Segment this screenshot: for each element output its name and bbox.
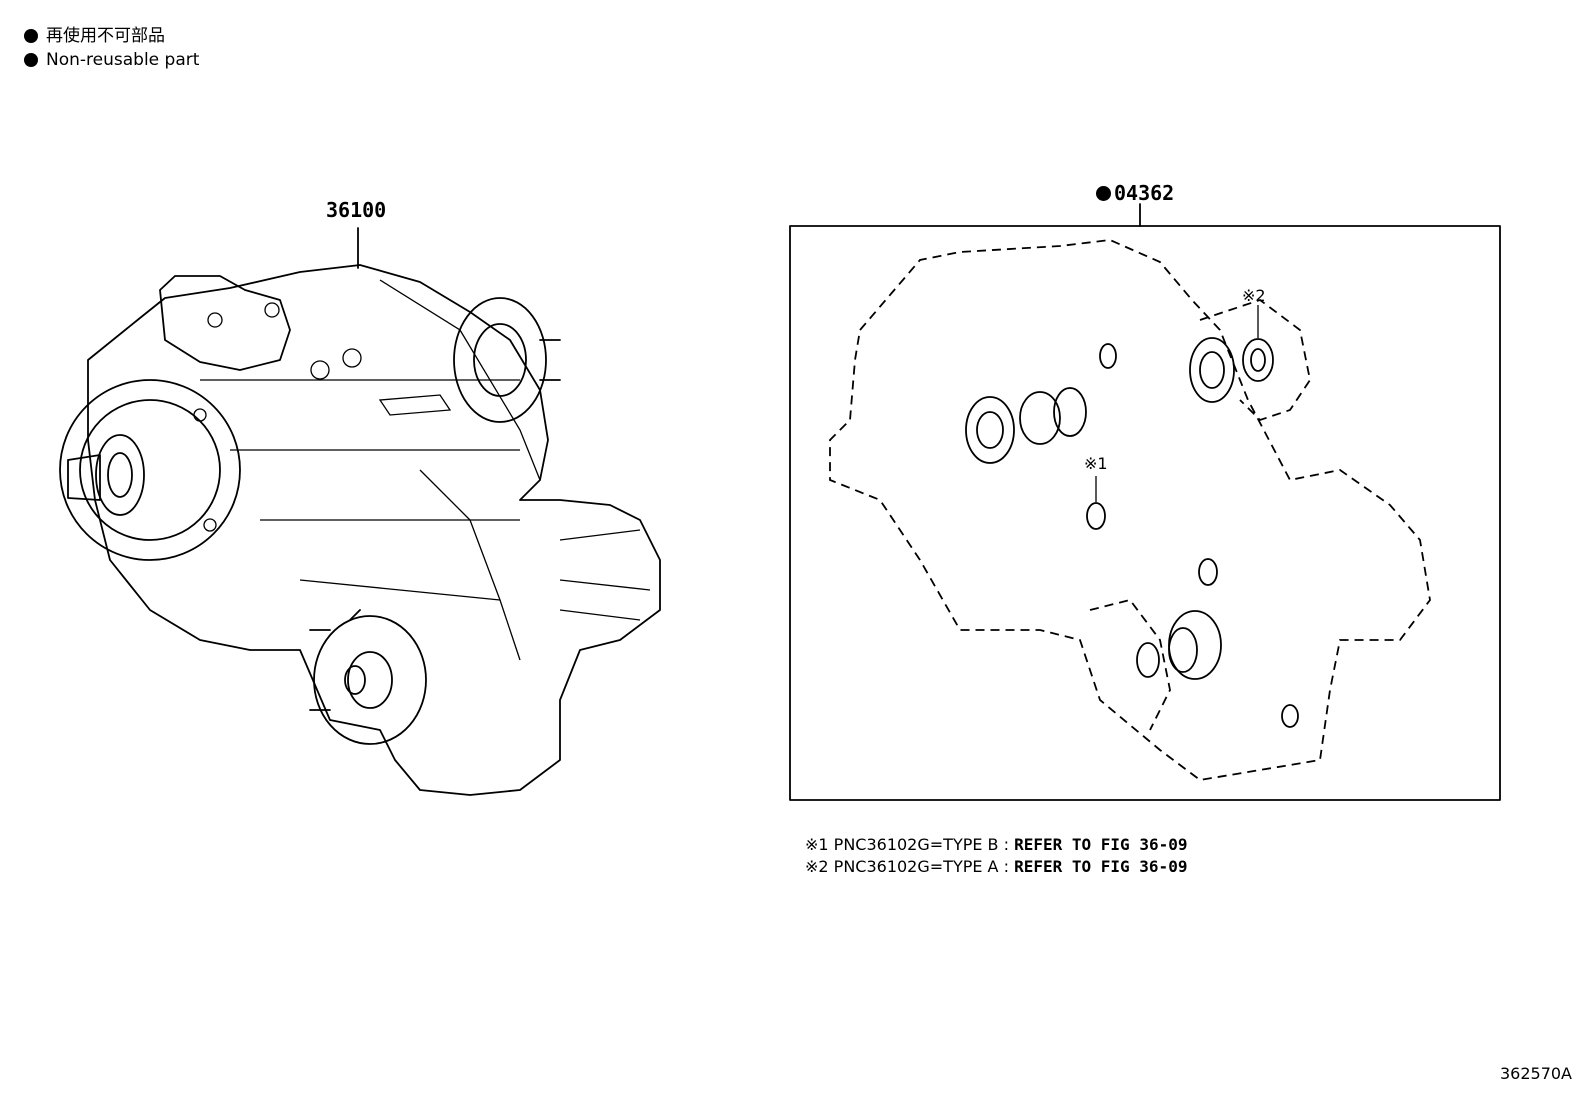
part-number-36100: 36100 — [326, 198, 387, 222]
reference-notes: ※1 PNC36102G=TYPE B : REFER TO FIG 36-09… — [805, 834, 1187, 878]
callout-gasket-kit[interactable]: 04362 — [1096, 181, 1174, 205]
note-row-1: ※1 PNC36102G=TYPE B : REFER TO FIG 36-09 — [805, 834, 1187, 856]
note-reference-link[interactable]: REFER TO FIG 36-09 — [1014, 857, 1188, 876]
callout-transfer-assy[interactable]: 36100 — [326, 198, 386, 222]
legend-row-japanese: 再使用不可部品 — [24, 24, 199, 48]
transfer-assembly-drawing[interactable] — [59, 227, 661, 796]
gasket-kit-frame — [789, 225, 1501, 801]
note-prefix: ※1 PNC36102G=TYPE B : — [805, 835, 1015, 854]
figure-code: 362570A — [1499, 1064, 1572, 1083]
non-reusable-dot-icon — [1096, 186, 1111, 201]
legend: 再使用不可部品 Non-reusable part — [24, 24, 199, 72]
legend-text-japanese: 再使用不可部品 — [46, 26, 165, 46]
bullet-icon — [24, 53, 38, 67]
reference-mark-2: ※2 — [1242, 286, 1266, 305]
note-row-2: ※2 PNC36102G=TYPE A : REFER TO FIG 36-09 — [805, 856, 1187, 878]
bullet-icon — [24, 29, 38, 43]
part-number-04362: 04362 — [1114, 181, 1175, 205]
reference-mark-1: ※1 — [1084, 454, 1108, 473]
note-reference-link[interactable]: REFER TO FIG 36-09 — [1014, 835, 1188, 854]
gasket-kit-drawing[interactable] — [789, 203, 1501, 801]
legend-row-english: Non-reusable part — [24, 48, 199, 72]
note-prefix: ※2 PNC36102G=TYPE A : — [805, 857, 1015, 876]
legend-text-english: Non-reusable part — [46, 50, 200, 70]
